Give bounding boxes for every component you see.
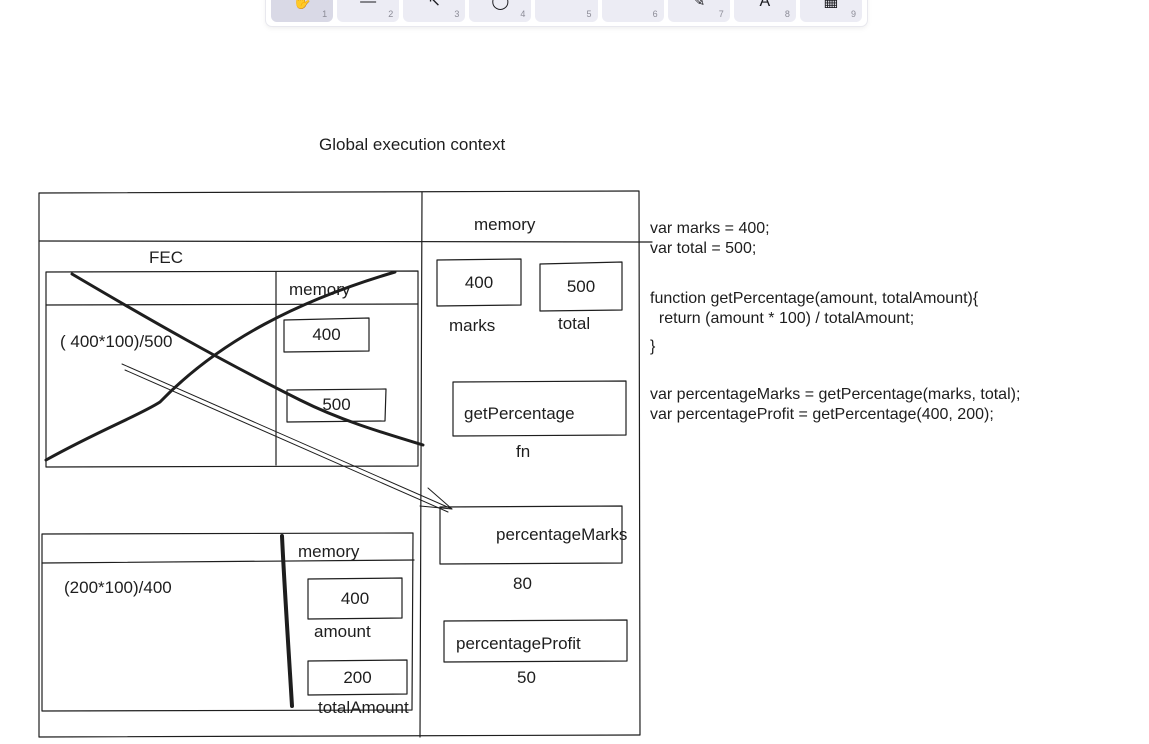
code-line-6: } <box>650 338 656 355</box>
fec2-header-line <box>41 559 415 564</box>
text-icon: A <box>759 0 771 10</box>
fec-label: FEC <box>149 248 183 267</box>
fec2-expression: (200*100)/400 <box>64 578 172 597</box>
getpercentage-label: getPercentage <box>464 404 575 423</box>
shortcut-number: 8 <box>784 9 790 19</box>
line-tool-button[interactable]: ✎ 7 <box>667 0 730 22</box>
marks-label: marks <box>449 316 496 335</box>
pencil-icon: ✎ <box>692 0 706 10</box>
fec2-memory-divider <box>280 534 294 708</box>
return-arrow <box>121 363 453 510</box>
fec2-total-value: 200 <box>343 668 372 687</box>
percentagemarks-box[interactable] <box>439 505 623 565</box>
code-line-8: var percentageMarks = getPercentage(mark… <box>650 386 1021 403</box>
getpercentage-box[interactable] <box>452 380 627 437</box>
diamond-icon: ◯ <box>491 0 510 10</box>
return-arrow-head <box>419 487 453 510</box>
ellipse-tool-button[interactable]: 5 <box>535 0 598 22</box>
code-line-9: var percentageProfit = getPercentage(400… <box>650 406 994 423</box>
percentagemarks-label: percentageMarks <box>496 525 628 544</box>
fn-label: fn <box>516 442 531 461</box>
percentageprofit-value: 50 <box>517 668 536 687</box>
selection-tool-button[interactable]: — 2 <box>337 0 400 22</box>
code-line-1: var marks = 400; <box>650 220 770 237</box>
gec-memory-label: memory <box>474 215 536 234</box>
shortcut-number: 5 <box>586 9 592 19</box>
rectangle-icon: ↖ <box>427 0 441 10</box>
selection-icon: — <box>360 0 377 10</box>
arrow-tool-button[interactable]: 6 <box>601 0 664 22</box>
shortcut-number: 9 <box>850 9 856 19</box>
fec1-header-line <box>45 303 419 306</box>
shortcut-number: 1 <box>322 9 328 19</box>
diamond-tool-button[interactable]: ◯ 4 <box>469 0 532 22</box>
shortcut-number: 3 <box>454 9 460 19</box>
rectangle-tool-button[interactable]: ↖ 3 <box>403 0 466 22</box>
gec-header-line <box>38 240 653 243</box>
fec1-crossout-b <box>44 270 397 462</box>
fec2-amount-box[interactable] <box>307 577 403 620</box>
marks-box[interactable] <box>436 258 522 307</box>
fec2-memory-label: memory <box>298 542 360 561</box>
fec1-total-box[interactable] <box>286 388 387 423</box>
percentageprofit-label: percentageProfit <box>456 634 581 653</box>
percentagemarks-value: 80 <box>513 574 532 593</box>
shortcut-number: 6 <box>652 9 658 19</box>
shortcut-number: 2 <box>388 9 394 19</box>
fec1-expression: ( 400*100)/500 <box>60 332 173 351</box>
hand-icon: ✋ <box>292 0 313 10</box>
image-icon: ▦ <box>823 0 839 10</box>
fec2-amount-value: 400 <box>340 589 370 608</box>
total-value: 500 <box>566 277 596 296</box>
fec1-amount-box[interactable] <box>283 317 370 353</box>
fec1-box[interactable] <box>45 270 419 468</box>
fec2-amount-label: amount <box>314 622 371 641</box>
image-tool-button[interactable]: ▦ 9 <box>799 0 862 22</box>
code-line-2: var total = 500; <box>650 240 757 257</box>
shortcut-number: 4 <box>520 9 526 19</box>
fec1-memory-label: memory <box>289 280 351 299</box>
fec1-total-value: 500 <box>322 395 351 414</box>
fec1-crossout-a <box>70 272 425 447</box>
drawing-toolbar: ✋ 1 — 2 ↖ 3 ◯ 4 5 6 ✎ 7 A 8 ▦ 9 <box>266 0 867 26</box>
shortcut-number: 7 <box>718 9 724 19</box>
total-label: total <box>558 314 591 333</box>
marks-value: 400 <box>464 273 494 292</box>
gec-title: Global execution context <box>319 135 506 154</box>
code-line-4: function getPercentage(amount, totalAmou… <box>650 290 979 307</box>
text-tool-button[interactable]: A 8 <box>733 0 796 22</box>
fec2-box[interactable] <box>41 532 414 712</box>
hand-tool-button[interactable]: ✋ 1 <box>271 0 334 22</box>
total-box[interactable] <box>539 261 623 312</box>
fec2-total-box[interactable] <box>307 659 408 696</box>
fec2-total-label: totalAmount <box>318 698 409 717</box>
gec-memory-divider <box>419 191 423 738</box>
return-arrow-shadow <box>124 369 449 513</box>
gec-outer-box[interactable] <box>38 190 641 738</box>
percentageprofit-box[interactable] <box>443 619 628 663</box>
fec1-amount-value: 400 <box>312 325 341 344</box>
code-line-5: return (amount * 100) / totalAmount; <box>650 310 915 327</box>
